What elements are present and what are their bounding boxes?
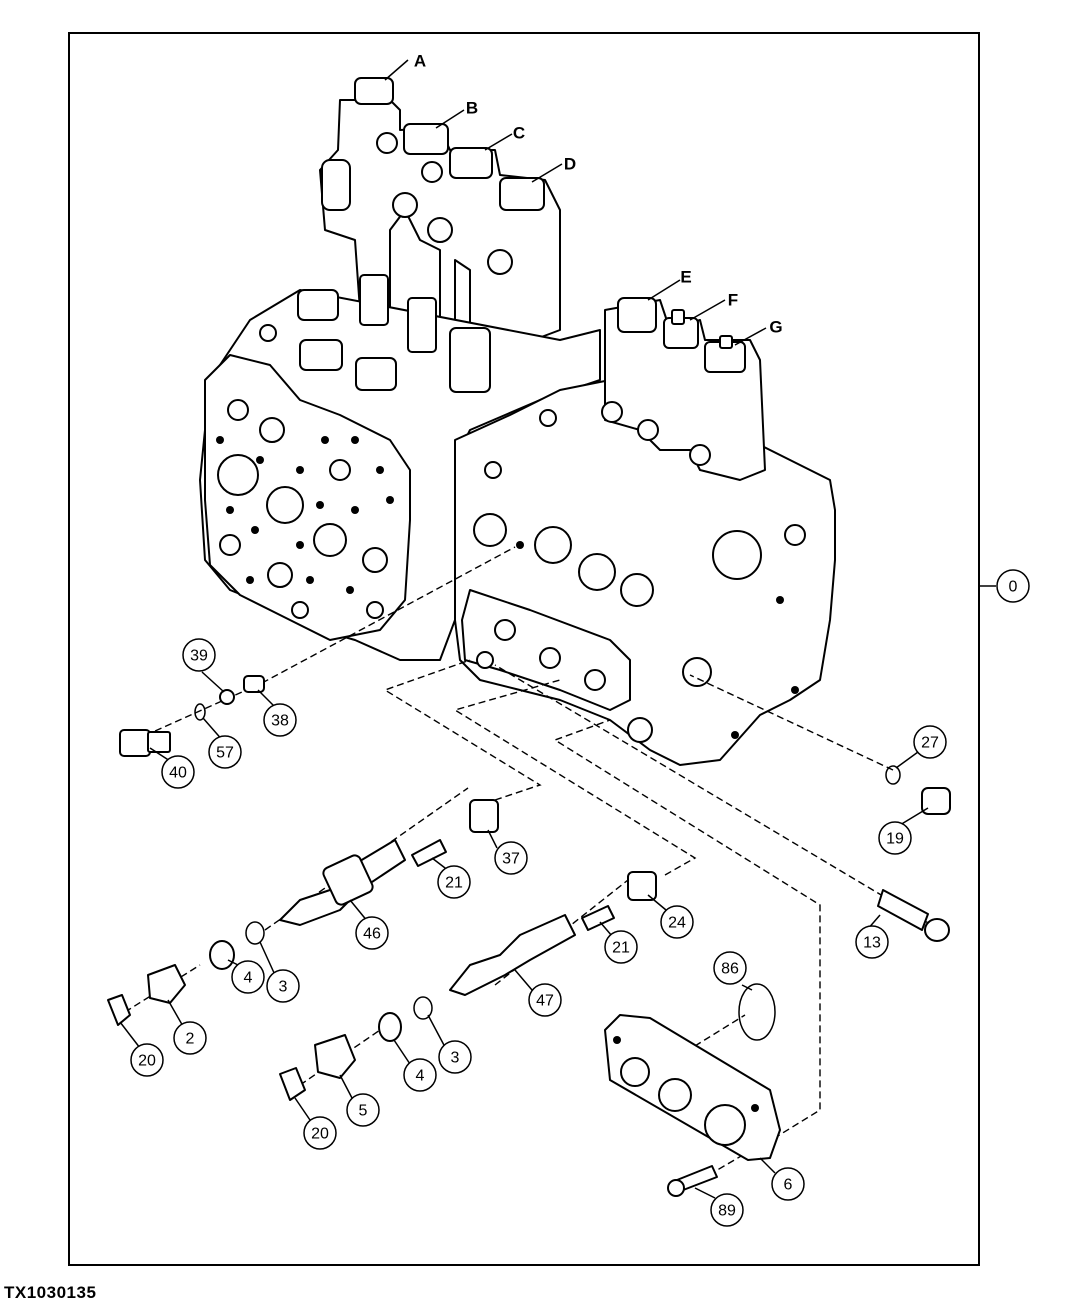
callout-89: 89: [710, 1193, 744, 1227]
callout-86: 86: [713, 951, 747, 985]
callout-40: 40: [161, 755, 195, 789]
end-cover-assembly: [604, 983, 781, 1197]
label-b: B: [466, 99, 478, 118]
callout-3a: 3: [266, 969, 300, 1003]
callout-20a: 20: [130, 1043, 164, 1077]
svg-text:3: 3: [279, 979, 288, 996]
callout-39: 39: [182, 638, 216, 672]
label-g: G: [769, 318, 782, 337]
callout-2: 2: [173, 1021, 207, 1055]
svg-text:86: 86: [721, 961, 739, 978]
figure-id: TX1030135: [4, 1283, 97, 1302]
svg-text:47: 47: [536, 993, 554, 1010]
svg-text:38: 38: [271, 713, 289, 730]
assembly-callout: 0: [996, 569, 1030, 603]
letter-labels: A B C D E F G: [414, 52, 783, 337]
svg-text:24: 24: [668, 915, 686, 932]
callout-24: 24: [660, 905, 694, 939]
assembly-callout-text: 0: [1009, 579, 1018, 596]
svg-text:19: 19: [886, 831, 904, 848]
svg-text:21: 21: [612, 940, 630, 957]
callout-4a: 4: [231, 960, 265, 994]
callout-46: 46: [355, 916, 389, 950]
svg-text:13: 13: [863, 935, 881, 952]
svg-text:2: 2: [186, 1031, 195, 1048]
svg-text:20: 20: [138, 1053, 156, 1070]
screw-13: [877, 889, 950, 942]
callout-20b: 20: [303, 1116, 337, 1150]
svg-text:21: 21: [445, 875, 463, 892]
callout-5: 5: [346, 1093, 380, 1127]
plug-assembly-left: [119, 675, 265, 757]
svg-text:27: 27: [921, 735, 939, 752]
svg-text:40: 40: [169, 765, 187, 782]
svg-text:57: 57: [216, 745, 234, 762]
callout-13: 13: [855, 925, 889, 959]
callout-21a: 21: [437, 865, 471, 899]
control-valve-body: [199, 77, 836, 766]
callout-37: 37: [494, 841, 528, 875]
label-a: A: [414, 52, 426, 71]
callout-38: 38: [263, 703, 297, 737]
callout-19: 19: [878, 821, 912, 855]
spool-assembly-lower: [279, 871, 657, 1101]
callout-57: 57: [208, 735, 242, 769]
callout-27: 27: [913, 725, 947, 759]
svg-text:4: 4: [244, 970, 253, 987]
callout-4b: 4: [403, 1058, 437, 1092]
diagram-frame: [68, 32, 980, 1266]
spool-assembly-upper: [107, 799, 499, 1026]
svg-text:6: 6: [784, 1177, 793, 1194]
svg-text:37: 37: [502, 851, 520, 868]
svg-text:89: 89: [718, 1203, 736, 1220]
plug-assembly-right: [885, 765, 951, 815]
svg-text:4: 4: [416, 1068, 425, 1085]
label-e: E: [680, 268, 691, 287]
label-f: F: [728, 291, 738, 310]
svg-text:46: 46: [363, 926, 381, 943]
callout-21b: 21: [604, 930, 638, 964]
label-d: D: [564, 155, 576, 174]
part-callouts: 39 38 57 40 27 19 37 21 46 3 4 2 20 24 2…: [130, 638, 947, 1227]
svg-text:5: 5: [359, 1103, 368, 1120]
leader-lines: [119, 59, 929, 1199]
callout-6: 6: [771, 1167, 805, 1201]
svg-text:39: 39: [190, 648, 208, 665]
svg-text:20: 20: [311, 1126, 329, 1143]
svg-text:3: 3: [451, 1050, 460, 1067]
label-c: C: [513, 124, 525, 143]
callout-47: 47: [528, 983, 562, 1017]
callout-3b: 3: [438, 1040, 472, 1074]
